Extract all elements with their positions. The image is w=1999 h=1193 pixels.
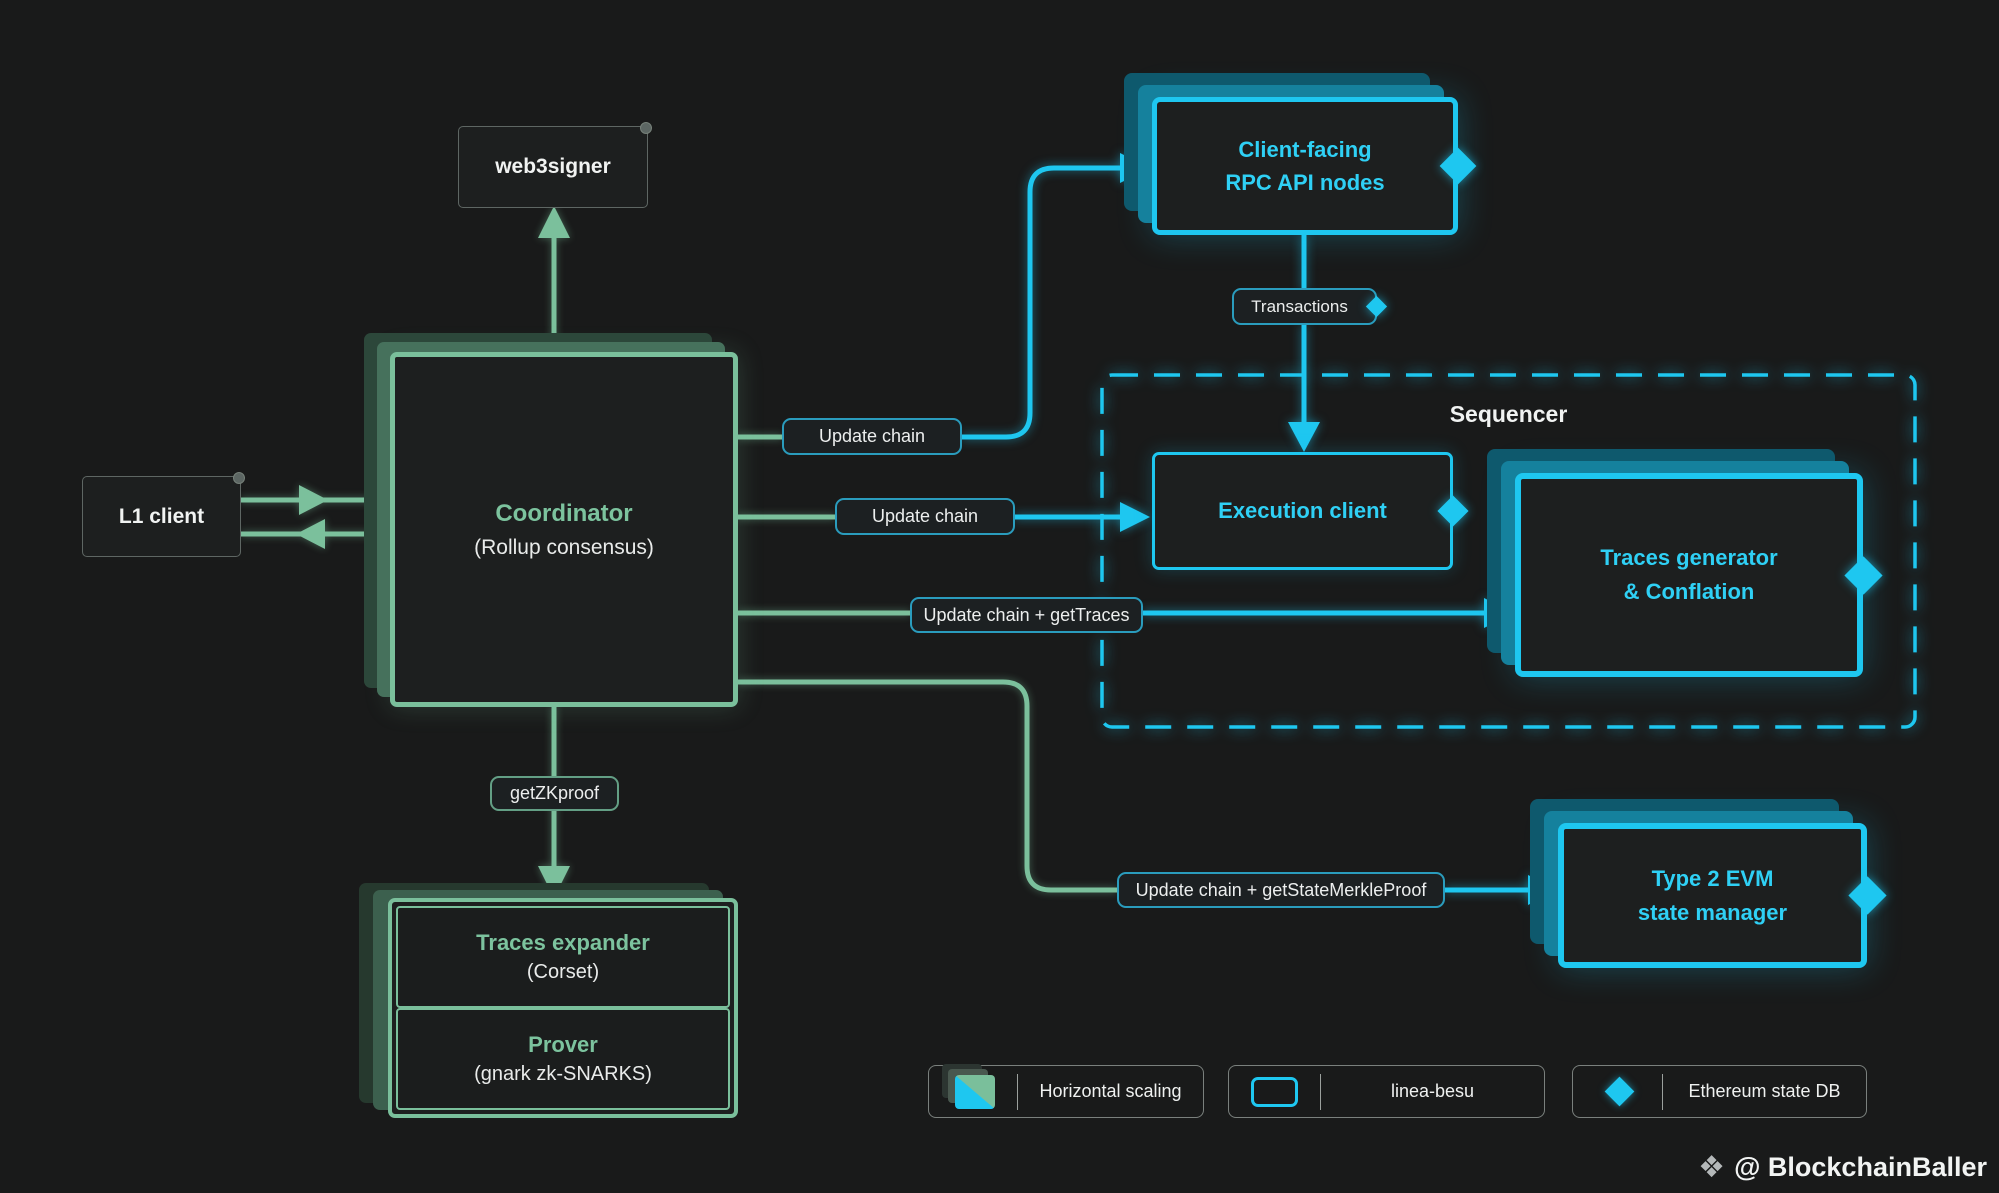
transactions-text: Transactions xyxy=(1251,296,1348,316)
arrowhead-to-l1client xyxy=(296,519,325,549)
getzkproof-text: getZKproof xyxy=(509,783,600,803)
coordinator-title: Coordinator xyxy=(495,499,633,527)
watermark: ❖ @ BlockchainBaller xyxy=(1698,1152,1987,1183)
arrowhead-to-traces-expander xyxy=(538,866,570,898)
edge-label-update-chain-getstatemerkleproof: Update chain + getStateMerkleProof xyxy=(1117,872,1445,908)
binance-logo-icon: ❖ xyxy=(1698,1150,1726,1184)
legend-divider xyxy=(1320,1073,1321,1110)
update-chain-1-text: Update chain xyxy=(818,426,926,446)
type2-line2: state manager xyxy=(1637,899,1788,925)
traces-expander-title: Traces expander xyxy=(476,930,650,955)
node-type2-evm-state-manager: Type 2 EVM state manager xyxy=(1558,823,1867,968)
legend-divider xyxy=(1017,1073,1018,1110)
rpc-line1: Client-facing xyxy=(1238,137,1372,162)
tracesgen-line1: Traces generator xyxy=(1600,545,1778,570)
node-traces-expander-prover-stack: Traces expander (Corset) Prover (gnark z… xyxy=(388,898,738,1118)
legend-item-ethereum-state-db: Ethereum state DB xyxy=(1572,1065,1867,1118)
node-web3signer: web3signer xyxy=(458,122,652,208)
arrowhead-to-coordinator xyxy=(299,485,328,515)
sequencer-container-border xyxy=(1100,373,1917,729)
node-l1-client: L1 client xyxy=(82,472,245,557)
sequencer-container-title: Sequencer xyxy=(1449,401,1568,427)
arrowhead-to-rpc xyxy=(1120,153,1150,183)
horizontal-scaling-icon xyxy=(955,1074,995,1109)
l1-client-label: L1 client xyxy=(118,504,205,528)
node-rpc-api: Client-facing RPC API nodes xyxy=(1152,97,1458,235)
edge-updatechain1-rpc xyxy=(962,165,1132,440)
type2-line1: Type 2 EVM xyxy=(1651,865,1774,891)
node-execution-client: Execution client xyxy=(1152,452,1453,570)
arrowhead-to-web3signer xyxy=(538,206,570,238)
update-chain-2-text: Update chain xyxy=(871,506,979,526)
edge-label-update-chain-gettraces: Update chain + getTraces xyxy=(910,597,1143,633)
ethereum-state-db-icon xyxy=(1604,1076,1635,1107)
node-coordinator: Coordinator (Rollup consensus) xyxy=(390,352,738,707)
edge-label-getzkproof: getZKproof xyxy=(490,776,619,811)
node-traces-expander: Traces expander (Corset) xyxy=(396,906,730,1008)
edge-coordinator-getstatemerkleproof xyxy=(738,679,1117,893)
update-chain-gettraces-text: Update chain + getTraces xyxy=(923,604,1130,625)
legend-divider xyxy=(1662,1073,1663,1110)
legend-item-horizontal-scaling: Horizontal scaling xyxy=(928,1065,1204,1118)
update-chain-getstatemerkleproof-text: Update chain + getStateMerkleProof xyxy=(1135,879,1427,900)
node-prover: Prover (gnark zk-SNARKS) xyxy=(396,1008,730,1110)
legend-item-linea-besu: linea-besu xyxy=(1228,1065,1545,1118)
node-traces-generator: Traces generator & Conflation xyxy=(1515,473,1863,677)
watermark-handle: @ BlockchainBaller xyxy=(1734,1152,1987,1182)
linea-besu-icon xyxy=(1251,1076,1298,1107)
corner-dot xyxy=(640,122,652,134)
legend-label: Ethereum state DB xyxy=(1688,1081,1841,1101)
coordinator-subtitle: (Rollup consensus) xyxy=(474,535,654,559)
arrowhead-to-execution xyxy=(1120,502,1150,532)
execution-client-label: Execution client xyxy=(1218,498,1387,523)
traces-expander-subtitle: (Corset) xyxy=(526,961,600,983)
edge-label-update-chain-1: Update chain xyxy=(782,418,962,455)
edge-label-transactions: Transactions xyxy=(1232,288,1377,325)
arrowhead-to-tracesgen xyxy=(1484,598,1514,628)
rpc-line2: RPC API nodes xyxy=(1225,170,1385,195)
arrowhead-to-type2 xyxy=(1528,875,1558,905)
prover-title: Prover xyxy=(528,1032,598,1057)
legend-label: linea-besu xyxy=(1390,1081,1475,1101)
legend-label: Horizontal scaling xyxy=(1039,1081,1182,1101)
tracesgen-line2: & Conflation xyxy=(1623,579,1755,604)
prover-subtitle: (gnark zk-SNARKS) xyxy=(474,1063,652,1085)
web3signer-label: web3signer xyxy=(495,155,611,178)
edge-label-update-chain-2: Update chain xyxy=(835,498,1015,535)
arrowhead-down-to-execution xyxy=(1288,422,1320,452)
corner-dot xyxy=(233,472,245,484)
